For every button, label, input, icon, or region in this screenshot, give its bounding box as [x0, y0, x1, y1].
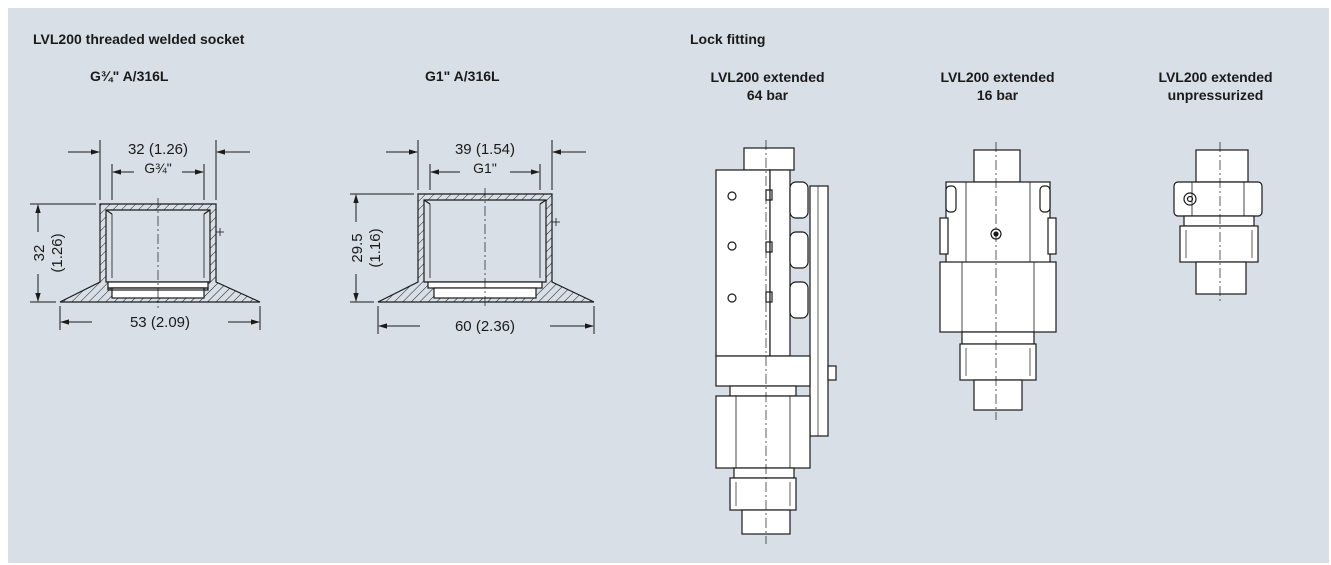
lock-fitting-16bar-drawing [939, 142, 1057, 420]
welded-socket-title: LVL200 threaded welded socket [33, 31, 245, 47]
socket-g1-bottom-dim: 60 (2.36) [455, 318, 515, 335]
lock-label-unpressurized: LVL200 extended unpressurized [1128, 68, 1303, 104]
socket-g1-dimensions [350, 140, 595, 334]
socket-g1-height-dim-in: (1.16) [367, 228, 384, 267]
lock-label-16bar-line1: LVL200 extended [940, 69, 1055, 85]
variant-label-g1: G1" A/316L [425, 68, 500, 84]
lock-label-unpressurized-line1: LVL200 extended [1158, 69, 1273, 85]
lock-label-64bar: LVL200 extended 64 bar [680, 68, 855, 104]
lock-fitting-unpressurized-drawing [1173, 142, 1263, 302]
socket-g1-height-dim: 29.5 [349, 233, 366, 262]
lock-label-64bar-line1: LVL200 extended [710, 69, 825, 85]
socket-g1-top-dim: 39 (1.54) [455, 141, 515, 158]
socket-g34-top-dim: 32 (1.26) [128, 141, 188, 158]
lock-label-unpressurized-line2: unpressurized [1167, 87, 1264, 103]
drawing-panel [8, 8, 1329, 563]
lock-fitting-title: Lock fitting [690, 31, 766, 47]
variant-label-g34: G¾" A/316L [90, 68, 169, 84]
socket-g34-height-dim: 32 [31, 245, 48, 262]
lock-label-16bar-line2: 16 bar [976, 87, 1019, 103]
lock-label-64bar-line2: 64 bar [746, 87, 789, 103]
socket-g34-drawing [59, 198, 261, 308]
lock-label-16bar: LVL200 extended 16 bar [910, 68, 1085, 104]
socket-g34-dimensions [30, 140, 261, 330]
socket-g34-height-dim-in: (1.26) [49, 233, 66, 272]
socket-g1-drawing [377, 188, 595, 308]
socket-g34-bottom-dim: 53 (2.09) [130, 314, 190, 331]
socket-g34-thread-dim: G¾" [144, 160, 172, 176]
lock-fitting-64bar-drawing [715, 140, 837, 544]
socket-g1-thread-dim: G1" [473, 160, 497, 176]
